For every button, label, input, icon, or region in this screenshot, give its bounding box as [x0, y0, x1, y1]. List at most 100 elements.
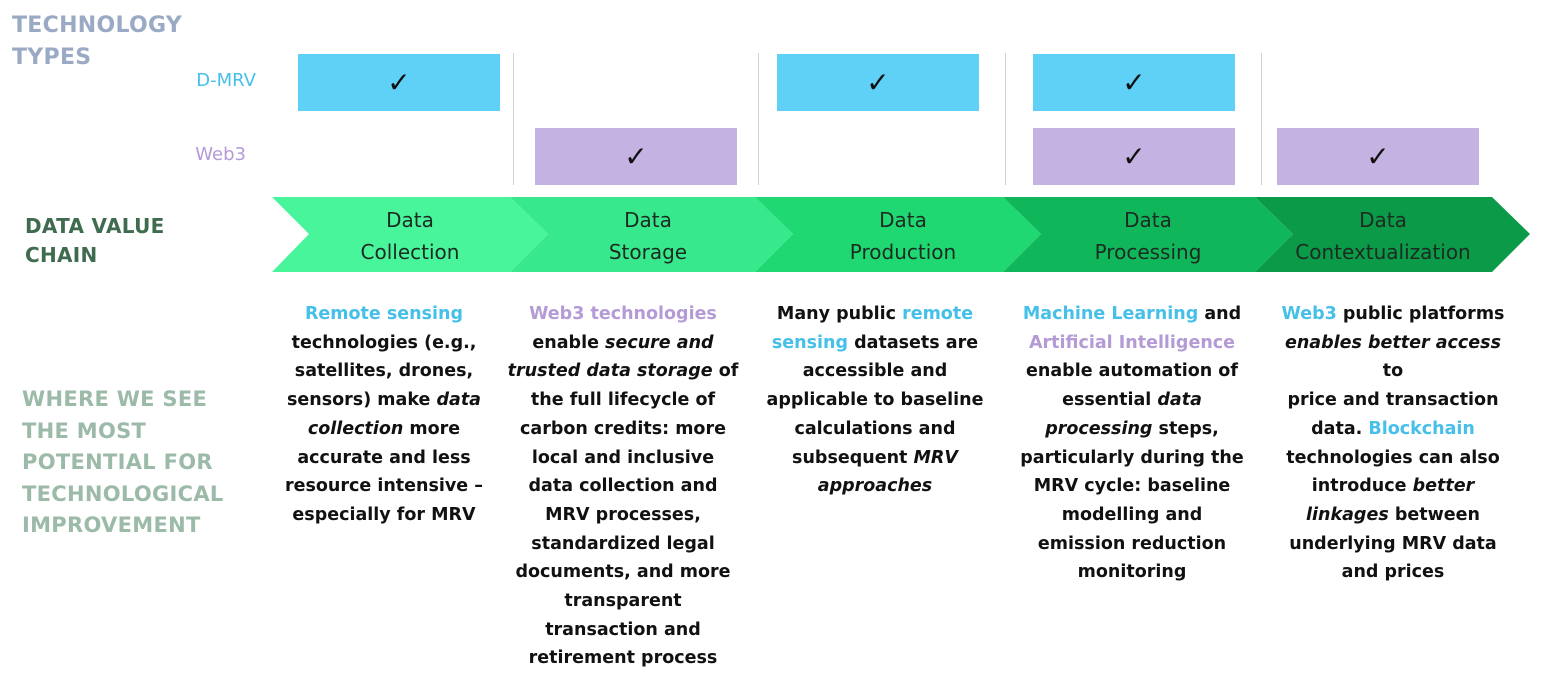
stage-data-processing: Data Processing — [1033, 204, 1263, 268]
stage-data-contextualization: Data Contextualization — [1268, 204, 1498, 268]
description-text: sensing — [771, 332, 849, 353]
stage-label-line: Data — [1359, 208, 1407, 232]
description-text: retirement process — [528, 648, 718, 669]
description-text: Artificial Intelligence — [1028, 332, 1236, 353]
description-line: collection more — [264, 415, 504, 444]
description-line: documents, and more — [503, 558, 743, 587]
description-line: transparent — [503, 587, 743, 616]
description-text: secure and — [605, 332, 714, 353]
check-icon: ✓ — [1122, 140, 1146, 173]
description-data-contextualization: Web3 public platforms enables better acce… — [1273, 300, 1513, 587]
description-line: essential data — [1012, 386, 1252, 415]
description-text: local and inclusive — [531, 447, 715, 468]
description-line: trusted data storage of — [503, 357, 743, 386]
web3-check-box: ✓ — [535, 128, 737, 185]
web3-check-box: ✓ — [1033, 128, 1235, 185]
description-text: emission reduction — [1037, 533, 1227, 554]
description-line: and prices — [1273, 558, 1513, 587]
description-line: satellites, drones, — [264, 357, 504, 386]
check-icon: ✓ — [866, 66, 890, 99]
description-line: Remote sensing — [264, 300, 504, 329]
description-text: standardized legal — [531, 533, 715, 554]
web3-check-box: ✓ — [1277, 128, 1479, 185]
stage-data-storage: Data Storage — [533, 204, 763, 268]
description-text: approaches — [817, 476, 933, 497]
description-text: more — [403, 418, 461, 439]
description-text: accurate and less — [297, 447, 471, 468]
stage-label-line: Contextualization — [1295, 240, 1471, 264]
potential-heading-line: THE MOST — [22, 418, 147, 443]
stage-label-line: Processing — [1094, 240, 1202, 264]
description-text: remote — [902, 304, 974, 324]
description-line: standardized legal — [503, 530, 743, 559]
technology-types-heading-line: TYPES — [12, 45, 92, 70]
description-text: of — [712, 361, 739, 382]
description-line: accessible and — [755, 357, 995, 386]
description-text: transparent — [564, 591, 682, 612]
description-line: the full lifecycle of — [503, 386, 743, 415]
column-divider — [1005, 53, 1006, 185]
description-text: Remote sensing — [304, 304, 464, 324]
description-text: enables better access — [1284, 332, 1501, 353]
description-line: approaches — [755, 472, 995, 501]
description-text: subsequent — [792, 447, 914, 468]
description-text: enable automation of — [1026, 361, 1238, 382]
description-text: data. — [1311, 418, 1369, 439]
stage-data-collection: Data Collection — [295, 204, 525, 268]
column-divider — [513, 53, 514, 185]
description-text: the full lifecycle of — [530, 390, 716, 411]
description-line: carbon credits: more — [503, 415, 743, 444]
description-line: emission reduction — [1012, 530, 1252, 559]
data-value-chain-heading-line: CHAIN — [25, 243, 98, 267]
description-text: MRV processes, — [545, 504, 701, 525]
description-line: sensors) make data — [264, 386, 504, 415]
check-icon: ✓ — [1366, 140, 1390, 173]
description-line: applicable to baseline — [755, 386, 995, 415]
description-text: enable — [532, 332, 606, 353]
description-text: linkages — [1306, 504, 1389, 525]
stage-data-production: Data Production — [788, 204, 1018, 268]
description-text: applicable to baseline — [766, 390, 984, 411]
potential-heading-line: IMPROVEMENT — [22, 513, 201, 537]
column-divider — [758, 53, 759, 185]
description-text: documents, and more — [515, 562, 731, 583]
description-text: calculations and — [794, 418, 956, 439]
description-text: monitoring — [1077, 562, 1187, 583]
chevron-data-contextualization — [1255, 197, 1530, 272]
description-line: modelling and — [1012, 501, 1252, 530]
description-line: Web3 technologies — [503, 300, 743, 329]
description-text: resource intensive – — [284, 476, 484, 497]
description-text: Web3 — [1281, 304, 1337, 324]
description-text: and — [1198, 304, 1242, 324]
description-line: MRV processes, — [503, 501, 743, 530]
description-line: Many public remote — [755, 300, 995, 329]
description-text: data — [436, 390, 481, 411]
description-line: Artificial Intelligence — [1012, 329, 1252, 358]
description-text: especially for MRV — [292, 504, 476, 525]
description-text: Blockchain — [1368, 418, 1475, 439]
description-text: MRV — [913, 447, 958, 468]
data-value-chain-heading-line: DATA VALUE — [25, 214, 165, 238]
description-line: enable automation of — [1012, 357, 1252, 386]
chevron-data-production — [755, 197, 1041, 272]
stage-label-line: Collection — [360, 240, 460, 264]
description-text: steps, — [1152, 418, 1219, 439]
description-text: particularly during the — [1020, 447, 1244, 468]
chevron-data-collection — [272, 197, 548, 272]
description-line: Web3 public platforms — [1273, 300, 1513, 329]
description-text: introduce — [1311, 476, 1413, 497]
description-line: especially for MRV — [264, 501, 504, 530]
description-line: Machine Learning and — [1012, 300, 1252, 329]
description-text: processing — [1045, 418, 1153, 439]
description-line: retirement process — [503, 644, 743, 673]
description-line: processing steps, — [1012, 415, 1252, 444]
description-text: Web3 technologies — [529, 304, 717, 324]
description-text: between — [1388, 504, 1480, 525]
column-divider — [1261, 53, 1262, 185]
description-line: data. Blockchain — [1273, 415, 1513, 444]
stage-label-line: Data — [386, 208, 434, 232]
potential-heading-line: TECHNOLOGICAL — [22, 481, 224, 506]
description-text: data — [1157, 390, 1202, 411]
